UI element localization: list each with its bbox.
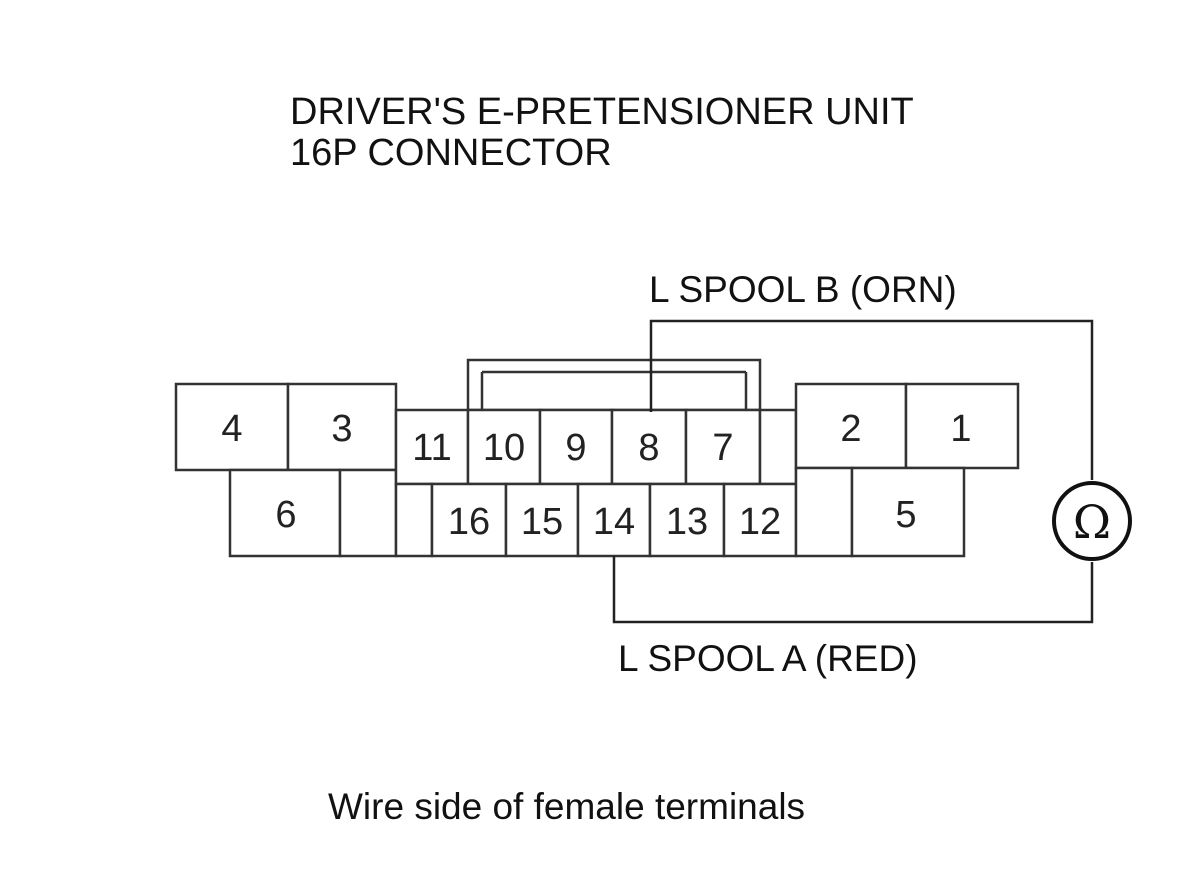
terminal-label-5: 5 [895, 494, 916, 536]
terminal-label-10: 10 [483, 427, 525, 469]
blank-cavity [394, 482, 434, 558]
terminal-label-1: 1 [950, 408, 971, 450]
terminal-cavity-6 [228, 468, 342, 558]
terminal-cavity-5 [850, 466, 966, 558]
terminal-label-11: 11 [412, 427, 451, 469]
terminal-label-14: 14 [593, 501, 635, 543]
terminal-cavity-12 [722, 482, 798, 558]
blank-cavity [758, 408, 798, 486]
diagram-title-line1: DRIVER'S E-PRETENSIONER UNIT [290, 91, 914, 133]
terminal-cavity-16 [430, 482, 508, 558]
terminal-cavity-1 [904, 382, 1020, 470]
terminal-cavity-2 [794, 382, 908, 470]
blank-cavity [338, 468, 398, 558]
terminal-cavity-14 [576, 482, 652, 558]
terminal-label-7: 7 [712, 427, 733, 469]
wire-label-spool-a: L SPOOL A (RED) [618, 638, 918, 679]
terminal-label-6: 6 [275, 494, 296, 536]
terminal-cavity-13 [648, 482, 726, 558]
ohm-symbol: Ω [1073, 495, 1111, 549]
wire-label-spool-b: L SPOOL B (ORN) [649, 269, 957, 310]
terminal-label-12: 12 [739, 501, 781, 543]
terminal-label-13: 13 [666, 501, 708, 543]
connector-body [174, 358, 1020, 558]
terminal-cavity-9 [538, 408, 614, 486]
ohmmeter-icon: Ω [1052, 481, 1132, 561]
diagram-caption: Wire side of female terminals [328, 786, 805, 827]
terminal-cavity-8 [610, 408, 688, 486]
lock-tab [466, 358, 762, 412]
blank-cavity [794, 466, 854, 558]
terminal-cavity-7 [684, 408, 762, 486]
terminal-label-15: 15 [521, 501, 563, 543]
terminal-label-2: 2 [840, 408, 861, 450]
terminal-cavity-15 [504, 482, 580, 558]
terminal-label-4: 4 [221, 408, 242, 450]
terminal-labels: 4 3 6 11 10 9 8 7 16 15 14 13 12 2 1 5 [221, 408, 971, 543]
terminal-label-8: 8 [638, 427, 659, 469]
terminal-cavity-3 [286, 382, 398, 472]
terminal-label-9: 9 [565, 427, 586, 469]
terminal-label-16: 16 [448, 501, 490, 543]
wire-spool-b [649, 319, 1094, 480]
terminal-cavity-4 [174, 382, 290, 472]
wire-spool-a [612, 556, 1094, 624]
diagram-title-line2: 16P CONNECTOR [290, 132, 612, 174]
terminal-label-3: 3 [331, 408, 352, 450]
